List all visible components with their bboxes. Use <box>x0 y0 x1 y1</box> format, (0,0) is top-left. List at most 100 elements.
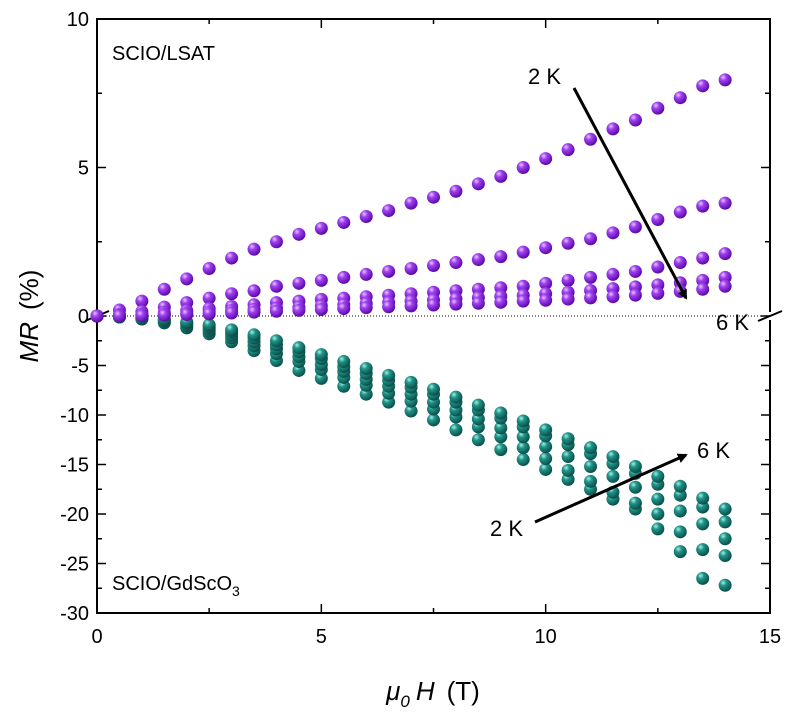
lower-series-1-point <box>471 433 485 447</box>
upper-series-5-point <box>718 279 732 293</box>
upper-series-3-point <box>606 267 620 281</box>
upper-series-1-point <box>606 122 620 136</box>
lower-series-2-point <box>696 543 710 557</box>
lower-arrow-start-label: 2 K <box>490 516 523 541</box>
upper-series-5-point <box>427 298 440 312</box>
lower-series-1-point <box>539 462 553 476</box>
x-tick-label: 15 <box>759 626 781 648</box>
upper-series-5-point <box>180 308 194 322</box>
lower-series-5-point <box>382 368 396 382</box>
upper-series-3-point <box>718 247 732 261</box>
lower-series-1-point <box>314 371 328 385</box>
upper-series-2-point <box>584 232 598 246</box>
y-axis-unit: (%) <box>14 270 44 310</box>
lower-series-5-point <box>606 450 620 464</box>
upper-series-1-point <box>673 91 687 105</box>
upper-series-1-point <box>247 242 261 256</box>
y-lower-tick-label: -10 <box>60 405 89 427</box>
upper-series-1-point <box>359 210 373 224</box>
lower-series-5-point <box>225 323 239 337</box>
lower-series-3-point <box>561 450 575 464</box>
upper-series-5-point <box>449 297 463 311</box>
lower-series-1-point <box>404 404 418 418</box>
upper-series-4-point <box>696 273 710 287</box>
lower-series-5-point <box>314 348 328 362</box>
upper-series-2-point <box>314 273 328 287</box>
lower-series-1-point <box>651 522 665 536</box>
upper-series-1-point <box>539 152 553 166</box>
upper-series-2-point <box>628 220 642 234</box>
lower-series-2-point <box>718 549 732 563</box>
lower-series-2-point <box>651 507 665 521</box>
upper-series-2-point <box>225 287 239 301</box>
lower-panel-label-main: SCIO/GdScO <box>112 573 232 595</box>
upper-series-2-point <box>247 284 261 298</box>
lower-series-5-point <box>449 390 463 404</box>
upper-series-5-point <box>225 306 239 320</box>
lower-series-5-point <box>539 423 553 437</box>
lower-series-5-point <box>718 502 732 516</box>
upper-series-2-point <box>651 212 665 226</box>
upper-series-2-point <box>269 279 283 293</box>
lower-series-2-point <box>561 463 575 477</box>
upper-series-2-point <box>359 267 373 281</box>
lower-panel-label: SCIO/GdScO3 <box>112 573 240 599</box>
lower-series-5-point <box>696 491 710 505</box>
upper-series-5-point <box>314 302 328 316</box>
upper-series-5-point <box>269 304 283 318</box>
lower-panel-label-sub: 3 <box>232 583 240 599</box>
lower-series-5-point <box>337 355 351 369</box>
upper-series-1-point <box>718 73 732 87</box>
lower-series-1-point <box>382 395 396 409</box>
lower-series-2-point <box>516 441 530 455</box>
upper-series-2-point <box>516 245 530 259</box>
upper-series-5-point <box>112 309 126 323</box>
upper-series-5-point <box>628 288 642 302</box>
upper-series-5-point <box>292 303 306 317</box>
lower-series-5-point <box>673 479 687 493</box>
lower-series-2-point <box>584 474 598 488</box>
lower-series-3-point <box>696 517 710 531</box>
lower-series-5-point <box>651 469 665 483</box>
y-axis-var: MR <box>14 322 44 362</box>
lower-series-4-point <box>696 500 710 514</box>
upper-series-1-point <box>561 143 575 157</box>
lower-series-3-point <box>539 440 553 454</box>
lower-series-5-point <box>359 361 373 375</box>
upper-series-1-point <box>314 221 328 235</box>
x-axis-var: H <box>416 676 435 706</box>
x-tick-label: 5 <box>316 626 327 648</box>
lower-series-2-point <box>628 496 642 510</box>
lower-series-1-point <box>718 578 732 592</box>
y-axis-title: MR (%) <box>14 270 44 363</box>
lower-series-1-point <box>359 387 373 401</box>
upper-series-4-point <box>718 270 732 284</box>
upper-series-1-point <box>404 196 418 210</box>
upper-series-5-point <box>247 305 261 319</box>
upper-series-5-point <box>404 299 418 313</box>
upper-series-1-point <box>225 251 239 265</box>
upper-series-1-point <box>135 294 149 308</box>
y-lower-tick-label: -25 <box>60 554 89 576</box>
lower-series-5-point <box>292 341 306 355</box>
upper-series-1-point <box>427 190 440 204</box>
lower-series-5-point <box>516 414 530 428</box>
y-lower-tick-label: -20 <box>60 504 89 526</box>
lower-series-1-point <box>292 363 306 377</box>
upper-series-1-point <box>157 282 171 296</box>
lower-arrow-end-label: 6 K <box>697 438 730 463</box>
upper-series-5-point <box>202 307 216 321</box>
upper-series-3-point <box>584 270 598 284</box>
upper-series-2-point <box>494 250 508 264</box>
y-lower-tick-label: -30 <box>60 603 89 625</box>
lower-series-1-point <box>427 413 440 427</box>
upper-series-2-point <box>606 226 620 240</box>
upper-series-3-point <box>628 264 642 278</box>
lower-series-3-point <box>494 421 508 435</box>
upper-series-1-point <box>584 132 598 146</box>
lower-series-5-point <box>404 375 418 389</box>
x-axis-unit: (T) <box>447 676 480 706</box>
lower-series-3-point <box>584 459 598 473</box>
upper-series-1-point <box>449 184 463 198</box>
